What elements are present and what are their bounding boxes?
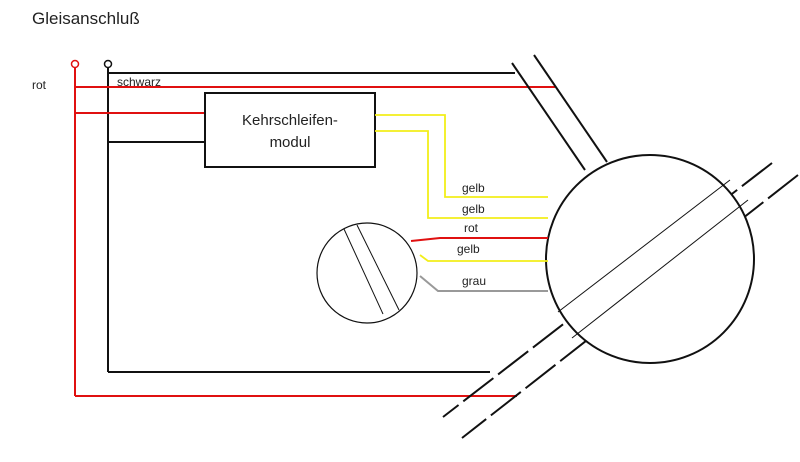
turntable-drive <box>316 222 418 324</box>
reversing-loop-module <box>204 92 376 168</box>
rot-label: rot <box>464 221 479 235</box>
red-terminal-label: rot <box>32 78 47 92</box>
gelb-label-3: gelb <box>457 242 480 256</box>
red-terminal <box>70 59 80 69</box>
black-wires <box>107 68 515 373</box>
drive-rails <box>343 224 400 315</box>
black-terminal <box>103 59 113 69</box>
yellow-module-wires <box>375 114 548 219</box>
diagram-title: Gleisanschluß <box>32 9 140 28</box>
yellow-wire-1 <box>375 114 548 198</box>
gelb-label-1: gelb <box>462 181 485 195</box>
turntable-pit <box>545 154 755 364</box>
drive-yellow-wire <box>419 254 548 262</box>
grau-label: grau <box>462 274 486 288</box>
drive-grey-wire <box>419 275 548 292</box>
upper-track-rail-2 <box>533 54 608 163</box>
module-label-line1: Kehrschleifen- <box>242 112 338 129</box>
red-wires <box>74 68 555 397</box>
drive-red-wire <box>410 237 548 242</box>
drive-rail-1 <box>343 228 384 315</box>
module-label-line2: modul <box>270 134 311 151</box>
yellow-wire-2 <box>375 130 548 219</box>
turntable-bridge-rails <box>557 179 749 339</box>
bridge-rail-2 <box>571 199 749 339</box>
schwarz-label: schwarz <box>117 75 161 89</box>
upper-track-rail-1 <box>511 62 586 171</box>
gelb-label-2: gelb <box>462 202 485 216</box>
bridge-rail-1 <box>557 179 731 313</box>
drive-rail-2 <box>356 224 400 311</box>
